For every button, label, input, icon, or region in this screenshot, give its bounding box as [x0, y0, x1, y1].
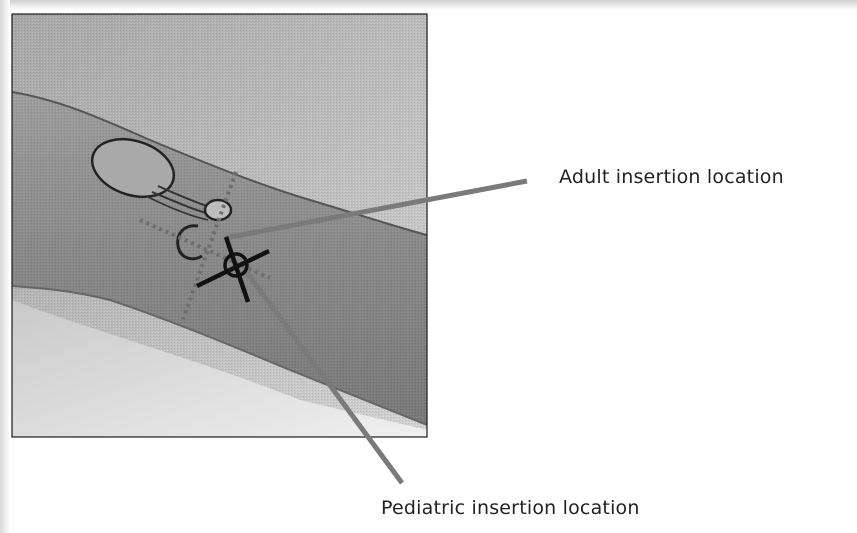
leg-photo [12, 14, 427, 437]
tibial-tuberosity-outline [205, 200, 231, 220]
pediatric-insertion-label: Pediatric insertion location [381, 497, 640, 519]
adult-insertion-label: Adult insertion location [559, 166, 784, 188]
